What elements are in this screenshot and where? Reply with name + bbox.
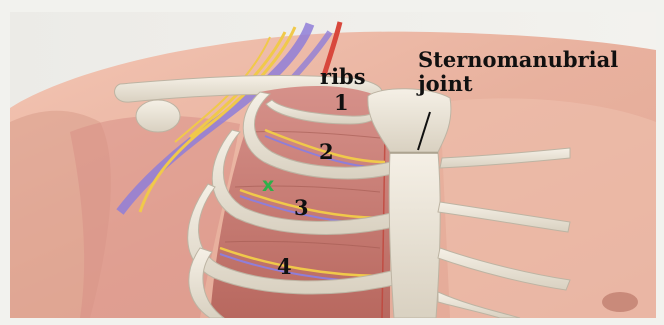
joint-label-line-1: Sternomanubrial	[418, 48, 618, 72]
joint-label-line-2: joint	[418, 72, 618, 96]
rib-number-4: 4	[277, 256, 292, 277]
sternum-body	[389, 152, 440, 318]
ribs-label: ribs	[320, 66, 366, 87]
rib-number-2: 2	[319, 141, 334, 162]
shoulder-bone	[136, 100, 180, 132]
nipple	[602, 292, 638, 312]
sternomanubrial-joint-label: Sternomanubrial joint	[418, 48, 618, 96]
rib-number-1: 1	[334, 92, 349, 113]
rib-number-3: 3	[294, 197, 309, 218]
green-x-mark-icon: x	[262, 176, 274, 195]
